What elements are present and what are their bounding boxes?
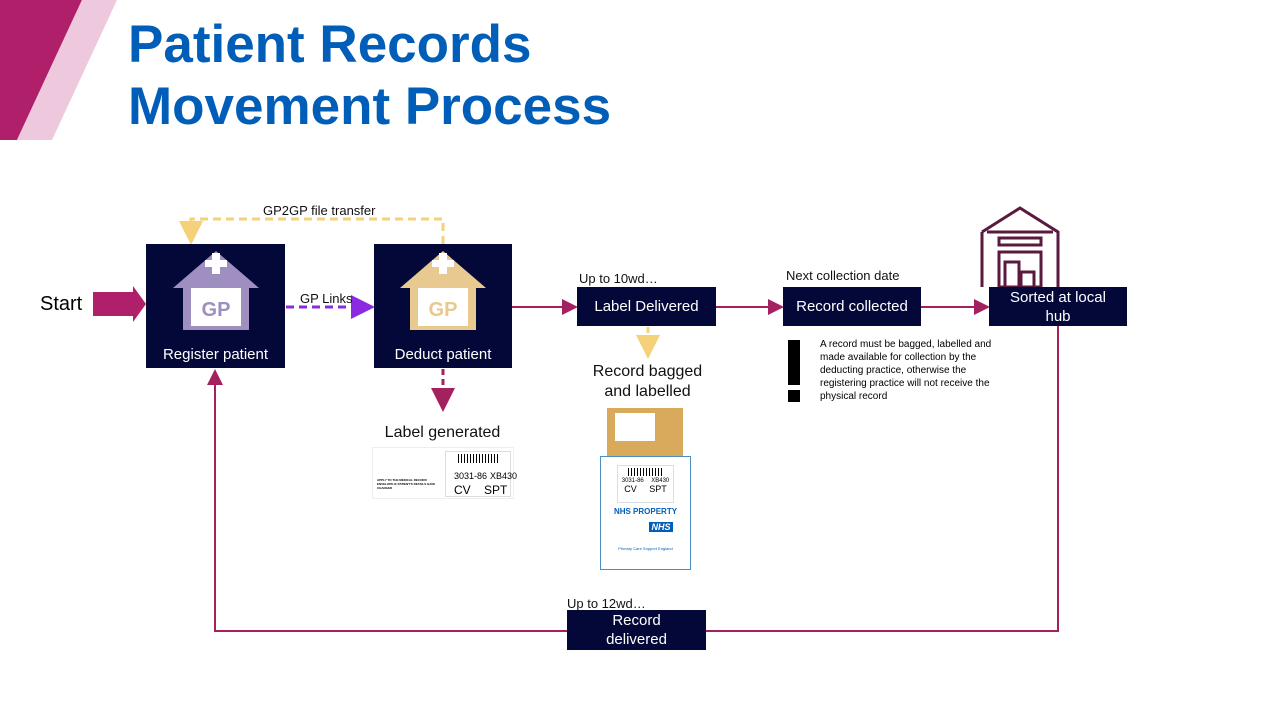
gp-links-label: GP Links bbox=[300, 291, 353, 306]
step-deduct-patient: GP Deduct patient bbox=[374, 244, 512, 368]
label-spt: SPT bbox=[649, 484, 667, 494]
label-id: XB430 bbox=[490, 471, 518, 481]
warning-text: A record must be bagged, labelled and ma… bbox=[820, 339, 992, 402]
exclamation-icon bbox=[788, 340, 800, 402]
bag-label-sticker: 3031-86 XB430 CV SPT bbox=[617, 465, 674, 503]
up-to-10wd-label: Up to 10wd… bbox=[579, 271, 658, 286]
label-generated-label: Label generated bbox=[384, 424, 501, 441]
organisation-text: Primary Care Support England bbox=[618, 546, 673, 551]
gp2gp-connector bbox=[179, 217, 445, 245]
step-label: Deduct patient bbox=[394, 346, 492, 363]
warehouse-icon bbox=[980, 206, 1060, 289]
barcode bbox=[627, 468, 664, 476]
label-id: XB430 bbox=[651, 478, 670, 484]
page-title-line-1: Patient Records bbox=[128, 15, 532, 74]
up-to-12wd-label: Up to 12wd… bbox=[567, 596, 646, 611]
corner-decoration-light bbox=[17, 0, 117, 140]
step-register-patient: GP Register patient bbox=[146, 244, 285, 368]
gp-icon-text: GP bbox=[429, 299, 458, 321]
barcode bbox=[458, 454, 498, 463]
gp-house-icon: GP bbox=[400, 251, 486, 330]
start-label: Start bbox=[40, 293, 83, 315]
envelope-form bbox=[615, 413, 655, 441]
gp2gp-label: GP2GP file transfer bbox=[263, 203, 376, 218]
label-cv: CV bbox=[454, 483, 471, 497]
label-code: 3031-86 bbox=[621, 478, 644, 484]
envelope-image bbox=[607, 408, 683, 458]
step-label-delivered: Label Delivered bbox=[577, 287, 716, 326]
bagged-label: Record bagged and labelled bbox=[592, 363, 703, 400]
label-notice: APPLY TO THE MEDICAL RECORD ENVELOPE IF … bbox=[377, 478, 436, 490]
step-record-delivered: Record delivered bbox=[567, 610, 706, 650]
nhs-property-text: NHS PROPERTY bbox=[613, 507, 678, 516]
start-arrow bbox=[93, 286, 146, 322]
gp-house-icon: GP bbox=[172, 251, 259, 330]
label-code: 3031-86 bbox=[454, 471, 488, 481]
label-cv: CV bbox=[624, 484, 637, 494]
nhs-property-bag-image: 3031-86 XB430 CV SPT NHS PROPERTY NHS Prim… bbox=[600, 456, 691, 570]
corner-decoration bbox=[0, 0, 82, 140]
page-title-line-2: Movement Process bbox=[128, 77, 612, 136]
next-collection-label: Next collection date bbox=[786, 268, 900, 283]
label-image: APPLY TO THE MEDICAL RECORD ENVELOPE IF … bbox=[372, 447, 517, 499]
gp-icon-text: GP bbox=[201, 299, 230, 321]
nhs-logo: NHS bbox=[649, 522, 673, 532]
label-spt: SPT bbox=[484, 483, 508, 497]
step-record-collected: Record collected bbox=[783, 287, 921, 326]
step-sorted-hub: Sorted at local hub bbox=[989, 287, 1127, 326]
step-label: Register patient bbox=[162, 346, 269, 363]
